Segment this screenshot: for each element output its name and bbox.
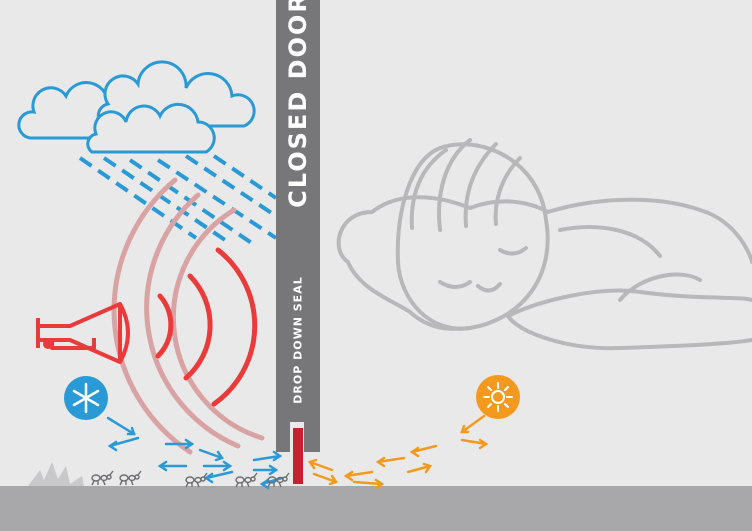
- warm-air-arrows: [308, 414, 489, 490]
- sleeping-person-icon: [336, 138, 752, 351]
- ant-icon: [91, 470, 290, 488]
- seal-label: DROP DOWN SEAL: [291, 276, 305, 404]
- seal-bar: [293, 428, 303, 484]
- horn-icon: [36, 302, 130, 364]
- cold-air-arrows: [106, 416, 284, 490]
- sound-wave: [155, 247, 258, 407]
- door: [276, 0, 320, 452]
- grass-icon: [28, 462, 84, 486]
- snowflake-icon: [64, 376, 108, 420]
- sound-wave-faded: [111, 177, 265, 455]
- sun-icon: [476, 375, 520, 419]
- cloud-icon: [17, 60, 256, 154]
- rain-icon: [78, 154, 278, 248]
- door-title: CLOSED DOOR: [284, 0, 312, 208]
- floor: [0, 486, 752, 531]
